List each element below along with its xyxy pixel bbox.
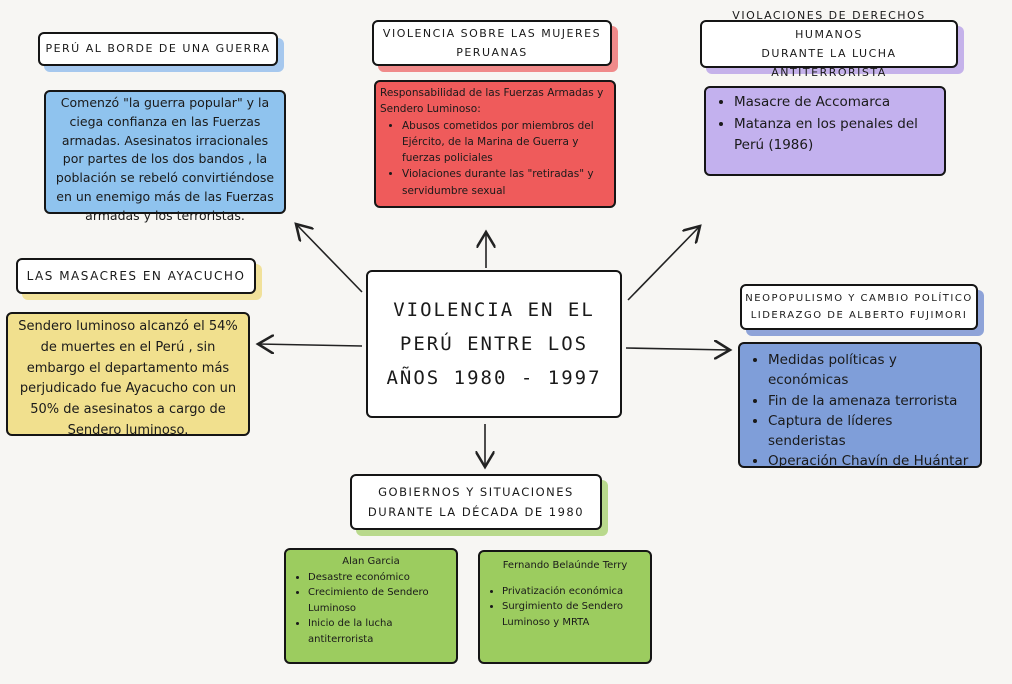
list-item: Matanza en los penales del Perú (1986) bbox=[734, 114, 938, 157]
alan-garcia-name: Alan Garcia bbox=[342, 556, 400, 567]
arrow-to-neopopulismo bbox=[625, 348, 730, 350]
derechos-humanos-title-line2: DURANTE LA LUCHA ANTITERRORISTA bbox=[761, 47, 897, 80]
belaunde-box: Fernando Belaúnde Terry Privatización ec… bbox=[478, 550, 652, 664]
arrow-to-derechos-humanos bbox=[627, 226, 700, 301]
violencia-mujeres-title-line1: VIOLENCIA SOBRE LAS MUJERES bbox=[382, 26, 602, 40]
peru-borde-text: Comenzó "la guerra popular" y la ciega c… bbox=[55, 95, 275, 223]
derechos-humanos-body: Masacre de Accomarca Matanza en los pena… bbox=[704, 86, 946, 176]
neopopulismo-title-line1: NEOPOPULISMO Y CAMBIO POLÍTICO bbox=[745, 292, 973, 304]
belaunde-name: Fernando Belaúnde Terry bbox=[502, 560, 628, 571]
masacres-text: Sendero luminoso alcanzó el 54% de muert… bbox=[18, 319, 238, 438]
list-item: Crecimiento de Sendero Luminoso bbox=[308, 585, 452, 616]
neopopulismo-body: Medidas políticas y económicas Fin de la… bbox=[738, 342, 982, 469]
gobiernos-title-box: GOBIERNOS Y SITUACIONES DURANTE LA DÉCAD… bbox=[350, 474, 602, 530]
arrow-to-peru-borde bbox=[296, 224, 363, 293]
peru-borde-body: Comenzó "la guerra popular" y la ciega c… bbox=[44, 90, 286, 223]
masacres-body: Sendero luminoso alcanzó el 54% de muert… bbox=[6, 312, 250, 438]
violencia-mujeres-title-box: VIOLENCIA SOBRE LAS MUJERES PERUANAS bbox=[372, 20, 612, 66]
list-item: Operación Chavín de Huántar bbox=[768, 451, 974, 471]
violencia-mujeres-title-line2: PERUANAS bbox=[456, 46, 528, 59]
list-item: Fin de la amenaza terrorista bbox=[768, 391, 974, 411]
gobiernos-title-line2: DURANTE LA DÉCADA DE 1980 bbox=[367, 505, 585, 519]
peru-borde-title-box: PERÚ AL BORDE DE UNA GUERRA bbox=[38, 32, 278, 66]
list-item: Desastre económico bbox=[308, 570, 452, 586]
masacres-title: LAS MASACRES EN AYACUCHO bbox=[26, 268, 246, 283]
central-topic-box: VIOLENCIA EN EL PERÚ ENTRE LOS AÑOS 1980… bbox=[366, 270, 622, 418]
list-item: Inicio de la lucha antiterrorista bbox=[308, 616, 452, 647]
alan-garcia-list: Desastre económico Crecimiento de Sender… bbox=[290, 570, 452, 648]
list-item: Privatización económica bbox=[502, 584, 646, 600]
list-item: Masacre de Accomarca bbox=[734, 92, 938, 114]
list-item: Violaciones durante las "retiradas" y se… bbox=[402, 166, 610, 199]
gobiernos-title-line1: GOBIERNOS Y SITUACIONES bbox=[378, 484, 574, 499]
violencia-mujeres-body: Responsabilidad de las Fuerzas Armadas y… bbox=[374, 80, 616, 208]
violencia-mujeres-intro: Responsabilidad de las Fuerzas Armadas y… bbox=[380, 87, 604, 116]
derechos-humanos-list: Masacre de Accomarca Matanza en los pena… bbox=[712, 92, 938, 157]
central-topic-title: VIOLENCIA EN EL PERÚ ENTRE LOS AÑOS 1980… bbox=[386, 298, 602, 390]
list-item: Captura de líderes senderistas bbox=[768, 411, 974, 452]
derechos-humanos-title-line1: VIOLACIONES DE DERECHOS HUMANOS bbox=[732, 8, 926, 41]
belaunde-list: Privatización económica Surgimiento de S… bbox=[484, 584, 646, 631]
list-item: Medidas políticas y económicas bbox=[768, 350, 974, 391]
neopopulismo-title-box: NEOPOPULISMO Y CAMBIO POLÍTICO LIDERAZGO… bbox=[740, 284, 978, 330]
violencia-mujeres-list: Abusos cometidos por miembros del Ejérci… bbox=[380, 118, 610, 199]
neopopulismo-title-line2: LIDERAZGO DE ALBERTO FUJIMORI bbox=[750, 310, 968, 321]
neopopulismo-list: Medidas políticas y económicas Fin de la… bbox=[746, 350, 974, 472]
alan-garcia-box: Alan Garcia Desastre económico Crecimien… bbox=[284, 548, 458, 664]
arrow-to-masacres bbox=[258, 344, 363, 346]
list-item: Abusos cometidos por miembros del Ejérci… bbox=[402, 118, 610, 167]
derechos-humanos-title-box: VIOLACIONES DE DERECHOS HUMANOS DURANTE … bbox=[700, 9, 958, 79]
peru-borde-title: PERÚ AL BORDE DE UNA GUERRA bbox=[45, 42, 271, 56]
masacres-title-box: LAS MASACRES EN AYACUCHO bbox=[16, 258, 256, 294]
list-item: Surgimiento de Sendero Luminoso y MRTA bbox=[502, 599, 646, 630]
